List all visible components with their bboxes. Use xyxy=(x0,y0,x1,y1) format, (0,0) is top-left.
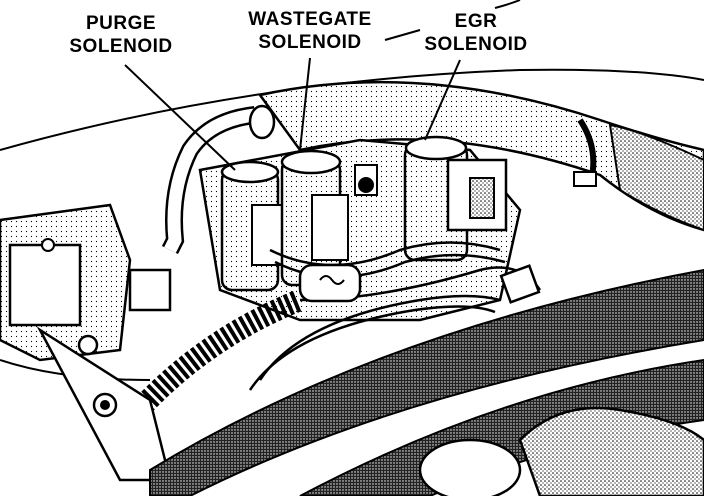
clamp-tab xyxy=(573,171,597,187)
pulley xyxy=(418,438,522,496)
purge-label-line1: PURGE xyxy=(85,13,157,34)
wastegate-label-line1: WASTEGATE xyxy=(248,9,372,30)
lower-component xyxy=(518,406,704,496)
egr-solenoid-label: EGR SOLENOID xyxy=(416,10,536,56)
harness-clip xyxy=(499,264,541,304)
tube-end xyxy=(248,104,276,140)
drive-belt-upper xyxy=(149,268,704,496)
wastegate-solenoid xyxy=(280,149,349,287)
strut-bracket xyxy=(0,203,172,482)
purge-solenoid xyxy=(220,160,287,292)
hose-end xyxy=(608,123,704,232)
egr-label-line1: EGR xyxy=(454,11,498,32)
leader-lines xyxy=(124,0,521,171)
center-bolt xyxy=(354,164,378,196)
purge-label-line2: SOLENOID xyxy=(69,36,173,57)
wire-connector xyxy=(298,263,362,303)
wastegate-label-line2: SOLENOID xyxy=(258,32,362,53)
wastegate-solenoid-label: WASTEGATE SOLENOID xyxy=(236,8,384,54)
purge-solenoid-label: PURGE SOLENOID xyxy=(62,12,180,58)
wire-loom xyxy=(121,289,305,428)
egr-label-line2: SOLENOID xyxy=(424,34,528,55)
fender-outline xyxy=(0,68,704,151)
egr-solenoid xyxy=(403,135,508,262)
